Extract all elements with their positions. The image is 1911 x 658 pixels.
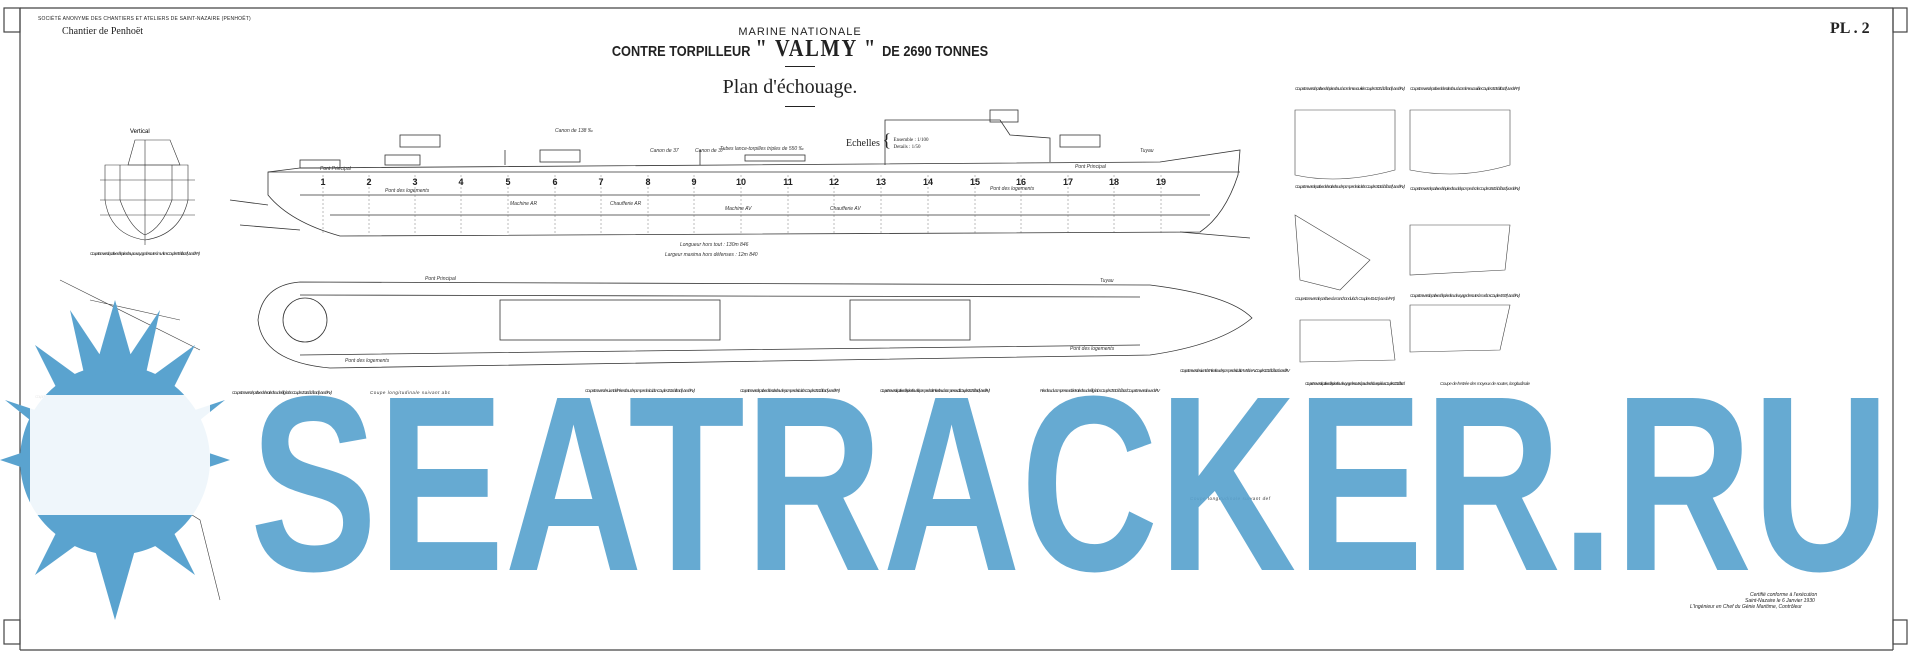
scale-details: Details : 1/50	[893, 144, 921, 150]
ship-name: " VALMY "	[755, 36, 877, 62]
frame-stations	[322, 175, 1162, 235]
body-plan	[100, 139, 195, 245]
frame-number: 19	[1156, 177, 1166, 187]
frame-number: 12	[829, 177, 839, 187]
section-caption: Coupe transversale par l'axe de la sorti…	[1295, 184, 1406, 189]
vertical-label: Vertical	[130, 129, 150, 135]
company-name: SOCIÉTÉ ANONYME DES CHANTIERS ET ATELIER…	[38, 16, 251, 22]
title-suffix: DE 2690 TONNES	[882, 43, 989, 60]
section-caption: Coupe longitudinale suivant def	[1190, 496, 1271, 501]
section-caption: Coupe transversale par l'axe de la prise…	[880, 388, 991, 393]
gun-label: Canon de 37	[695, 148, 724, 154]
controller-title: L'Ingénieur en Chef du Génie Maritime, C…	[1690, 604, 1802, 610]
scale-ensemble: Ensemble : 1/100	[893, 137, 929, 143]
section-caption: Prise d'eau du compresseur d'air et sort…	[1040, 388, 1161, 393]
frame-number: 9	[691, 177, 696, 187]
frame-number: 8	[645, 177, 650, 187]
frame-number: 7	[598, 177, 603, 187]
frame-number: 10	[736, 177, 746, 187]
scales-label: Echelles	[846, 138, 880, 149]
section-caption: Coupe transversale suivant abc. Prise d'…	[1180, 368, 1291, 373]
dimension-label: Largeur maxima hors défenses : 12m 840	[665, 252, 758, 258]
gun-label: Canon de 37	[650, 148, 679, 154]
drawing-title: CONTRE TORPILLEUR" VALMY " DE 2690 TONNES	[596, 36, 1004, 63]
section-caption: Coupe transversale par l'axe de la prise…	[1305, 381, 1405, 386]
plate-number: PL . 2	[1830, 20, 1870, 37]
frame-number: 1	[320, 177, 325, 187]
frame-number: 17	[1063, 177, 1073, 187]
frame-number: 16	[1016, 177, 1026, 187]
deck-label: Pont des logements	[990, 186, 1035, 192]
compartment-label: Chaufferie AV	[830, 206, 861, 212]
section-caption: Coupe transversale par l'axe du manchon …	[1295, 296, 1396, 301]
dimension-label: Longueur hors tout : 130m 846	[680, 242, 749, 248]
frame-number: 2	[366, 177, 371, 187]
title-rule	[785, 66, 815, 67]
frame-number: 15	[970, 177, 980, 187]
frame-number: 3	[412, 177, 417, 187]
frame-number: 18	[1109, 177, 1119, 187]
torpedo-label: Tubes lance-torpilles triples de 550 ‰	[720, 146, 804, 152]
deck-label: Pont Principal	[425, 276, 457, 282]
plan-title: Plan d'échouage.	[722, 76, 858, 98]
compartment-label: Machine AR	[510, 201, 537, 207]
place-date: Saint-Nazaire le 6 Janvier 1930	[1745, 598, 1815, 604]
section-caption: Coupe transversale par l'axe de la prise…	[1295, 86, 1406, 91]
logo-inset	[30, 395, 210, 515]
frame-number: 6	[552, 177, 557, 187]
label: Tuyau	[1100, 278, 1114, 284]
deck-label: Pont des logements	[1070, 346, 1115, 352]
section-caption: Coupe de l'entrée des moyeux de soutes, …	[1440, 381, 1530, 386]
section-caption: Coupe transversale par l'axe de la prise…	[1410, 293, 1521, 298]
title-rule	[785, 106, 815, 107]
gun-label: Canon de 138 ‰	[555, 128, 593, 134]
section-caption: Coupe transversale par l'axe de la prise…	[90, 251, 200, 256]
section-caption: Coupe transversale par l'axe de la sorti…	[1410, 86, 1521, 91]
deck-label: Pont des logements	[345, 358, 390, 364]
shipyard-name: Chantier de Penhoët	[62, 26, 144, 37]
section-caption: Coupe longitudinale suivant abc	[370, 390, 451, 395]
section-caption: Coupe transversale par l'axe de la prise…	[1410, 186, 1521, 191]
frame-numbers: 1 2 3 4 5 6 7 8 9 10 11 12 13 14 15 16 1…	[320, 177, 1166, 187]
frame-number: 14	[923, 177, 933, 187]
certified-label: Certifié conforme à l'exécution	[1750, 592, 1818, 598]
label: Tuyau	[1140, 148, 1154, 154]
section-caption: Coupe transversale suivant def. Prises d…	[585, 388, 696, 393]
deck-label: Pont des logements	[385, 188, 430, 194]
frame-number: 13	[876, 177, 886, 187]
section-caption: Coupe transversale par l'axe de la sorti…	[740, 388, 840, 393]
signature-block: Certifié conforme à l'exécution Saint-Na…	[1690, 592, 1817, 610]
compartment-label: Chaufferie AR	[610, 201, 642, 207]
deck-label: Pont Principal	[1075, 164, 1107, 170]
deck-label: Pont Principal	[320, 166, 352, 172]
frame-number: 4	[458, 177, 463, 187]
profile-view	[229, 109, 1251, 239]
navy-label: MARINE NATIONALE	[738, 26, 862, 38]
watermark-text: SEATRACKER.RU	[250, 344, 1890, 623]
title-prefix: CONTRE TORPILLEUR	[611, 43, 751, 60]
section-caption: Coupe transversale par l'axe de la sorti…	[232, 390, 333, 395]
frame-number: 11	[783, 177, 793, 187]
plan-view	[257, 281, 1253, 369]
compartment-label: Machine AV	[725, 206, 752, 212]
scales: Echelles { Ensemble : 1/100 Details : 1/…	[846, 130, 929, 150]
frame-number: 5	[505, 177, 510, 187]
